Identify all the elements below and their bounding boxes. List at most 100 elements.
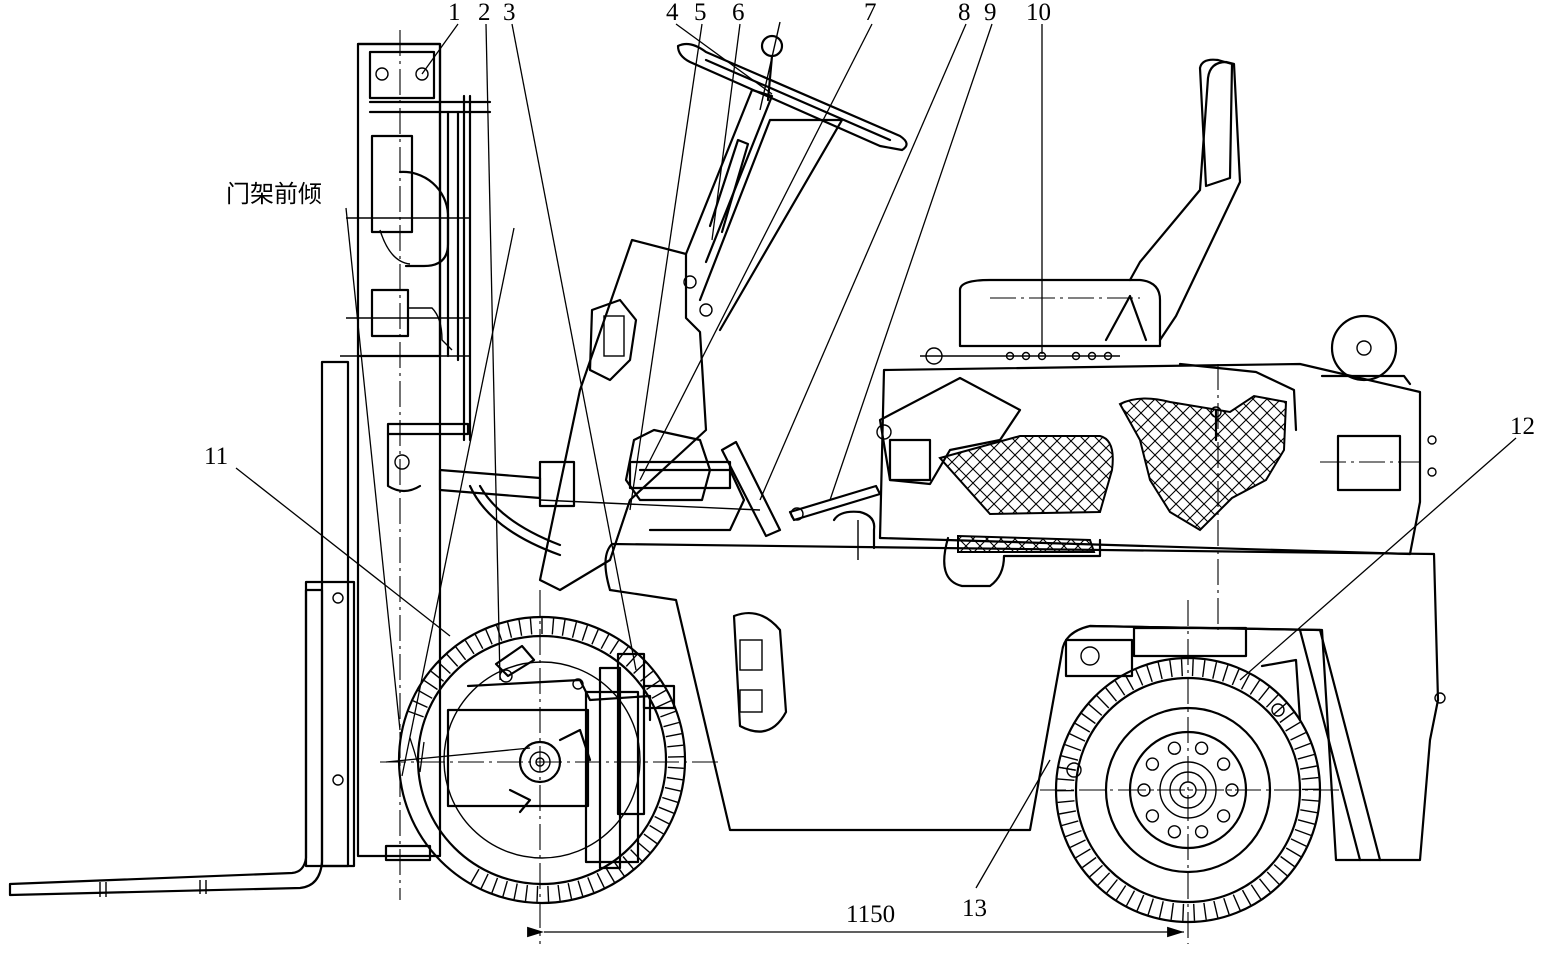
tire-tread-mark: [1089, 864, 1103, 878]
brake-pedal-assembly: [539, 428, 782, 538]
tire-tread-mark: [1124, 674, 1135, 691]
tire-tread-mark: [1180, 659, 1183, 677]
wheel-bolt: [1194, 741, 1209, 755]
wheel-bolt: [1145, 809, 1160, 823]
callout-2: 2: [478, 0, 491, 26]
tire-tread-mark: [600, 634, 610, 650]
tire-tread-mark: [491, 877, 499, 894]
tire-tread-mark: [1158, 901, 1164, 919]
tire-tread-mark: [639, 670, 654, 682]
tire-tread-mark: [577, 880, 584, 897]
front-wheel: [397, 615, 687, 905]
tire-tread-mark: [1290, 731, 1307, 741]
tire-tread-mark: [666, 776, 683, 781]
tilt-cylinder: [438, 460, 576, 557]
tire-tread-mark: [1135, 669, 1144, 686]
tire-tread-mark: [1057, 778, 1075, 781]
tire-tread-mark: [1065, 829, 1082, 838]
tire-tread-mark: [1250, 884, 1262, 900]
tire-tread-mark: [1249, 679, 1261, 695]
tire-tread-mark: [1096, 695, 1110, 709]
tire-tread-mark: [587, 877, 595, 893]
tire-tread-mark: [1081, 712, 1096, 725]
tire-tread-mark: [464, 640, 475, 655]
tire-tread-mark: [1115, 885, 1127, 901]
tire-tread-mark: [474, 634, 484, 650]
tire-tread-mark: [1075, 848, 1091, 859]
wheel-bolt: [1194, 825, 1209, 839]
tire-tread-mark: [1059, 810, 1077, 815]
tire-tread-mark: [412, 700, 428, 709]
tire-tread-mark: [643, 833, 658, 845]
tire-tread-mark: [1069, 839, 1086, 849]
tire-tread-mark: [571, 622, 578, 638]
tire-tread-mark: [591, 629, 599, 645]
tire-tread-mark: [1300, 809, 1318, 814]
tire-tread-mark: [1061, 755, 1079, 761]
tire-tread-mark: [1169, 660, 1173, 678]
mast-assembly: [340, 42, 492, 862]
callout-11: 11: [204, 443, 228, 470]
tire-tread-mark: [485, 629, 493, 645]
tire-tread-mark: [480, 873, 489, 889]
tire-tread-mark: [1285, 721, 1301, 732]
callout-4: 4: [666, 0, 679, 26]
tire-tread-mark: [614, 862, 625, 877]
tire-tread-mark: [1182, 903, 1185, 921]
tire-tread-mark: [408, 710, 424, 718]
tire-tread-mark: [667, 744, 684, 748]
tire-tread-mark: [596, 872, 605, 888]
tire-tread-mark: [423, 680, 438, 691]
tire-tread-mark: [1064, 743, 1082, 752]
tire-tread-mark: [656, 700, 672, 709]
tire-tread-mark: [1193, 903, 1196, 921]
callout-3: 3: [503, 0, 516, 26]
callout-labels: 1 2 3 4 5 6 7 8 9 10 11 12 13 门架前倾 1150: [204, 0, 1535, 928]
tire-tread-mark: [547, 885, 550, 902]
tire-tread-mark: [1279, 711, 1295, 724]
tire-tread-mark: [649, 824, 664, 835]
tire-tread-mark: [1147, 898, 1154, 916]
tire-tread-mark: [1157, 662, 1163, 680]
wheel-bolt: [1145, 757, 1160, 771]
tire-tread-mark: [1146, 665, 1153, 683]
tire-tread-mark: [637, 841, 651, 854]
tire-tread-mark: [660, 710, 676, 718]
tire-tread-mark: [1213, 900, 1219, 918]
tire-tread-mark: [663, 721, 680, 728]
callout-5: 5: [694, 0, 707, 26]
tire-tread-mark: [557, 884, 561, 901]
tire-tread-mark: [536, 885, 539, 902]
wheel-bolt: [1167, 825, 1182, 839]
tire-tread-mark: [518, 619, 523, 636]
callout-6: 6: [732, 0, 745, 26]
tire-tread-mark: [513, 883, 518, 900]
tire-tread-mark: [1202, 660, 1206, 678]
tire-tread-mark: [1088, 703, 1103, 716]
tire-tread-mark: [438, 662, 451, 675]
tire-tread-mark: [1241, 889, 1252, 906]
tire-tread-mark: [446, 654, 459, 667]
tire-tread-mark: [430, 670, 445, 682]
mast-tilt-angle: [345, 207, 531, 777]
steering-axle: [1064, 626, 1302, 778]
counterweight-reel: [1320, 314, 1412, 386]
center-lines: [380, 30, 1340, 944]
wheel-bolt: [1167, 741, 1182, 755]
tire-tread-mark: [1301, 799, 1319, 802]
tire-tread-mark: [1223, 897, 1230, 915]
tire-tread-mark: [1170, 902, 1174, 920]
drive-axle: [446, 644, 676, 870]
tire-tread-mark: [581, 625, 589, 641]
tire-tread-mark: [665, 733, 682, 738]
tire-tread-mark: [1191, 659, 1194, 677]
tire-tread-mark: [1240, 673, 1251, 690]
tire-tread-mark: [1297, 753, 1315, 760]
tire-tread-mark: [605, 868, 616, 883]
wheel-bolt: [1216, 757, 1231, 771]
callout-10: 10: [1026, 0, 1051, 26]
tire-tread-mark: [1290, 838, 1307, 847]
tire-tread-mark: [1297, 819, 1315, 825]
wheel-bolt: [1216, 809, 1231, 823]
tire-tread-mark: [609, 640, 620, 655]
